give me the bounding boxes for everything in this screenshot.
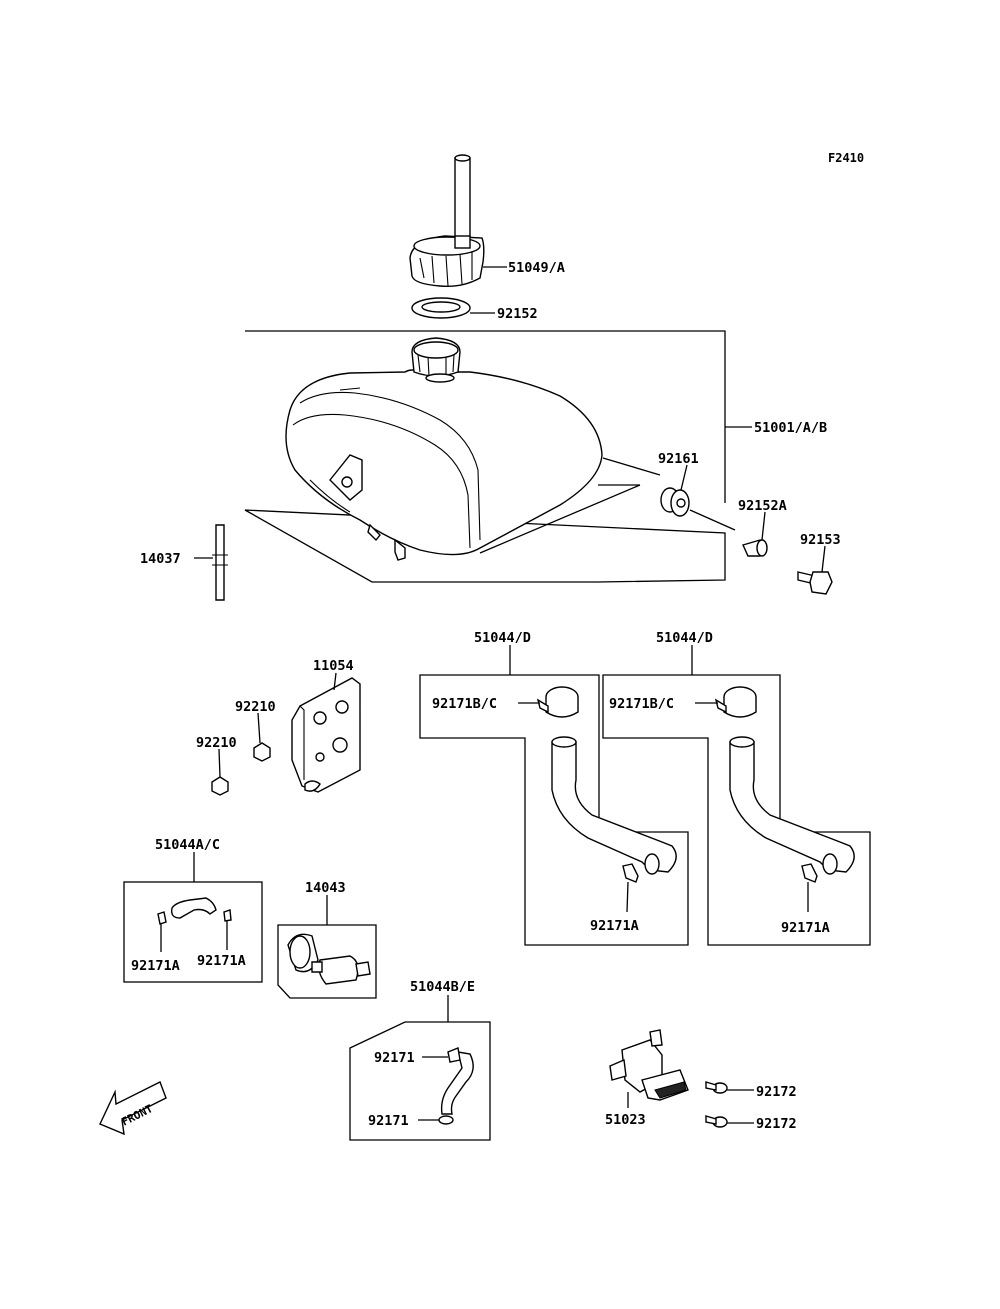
collar-part[interactable] bbox=[742, 539, 768, 557]
hose-d-box-1 bbox=[419, 674, 689, 946]
label-14043: 14043 bbox=[305, 880, 346, 896]
label-51023: 51023 bbox=[605, 1112, 646, 1128]
hose-ac-box bbox=[123, 881, 263, 983]
bracket-part[interactable] bbox=[291, 677, 361, 793]
label-92161: 92161 bbox=[658, 451, 699, 467]
clamp-part-ac-right[interactable] bbox=[223, 909, 232, 922]
clamp-part-1b[interactable] bbox=[622, 863, 639, 883]
clamp-part-2a[interactable] bbox=[714, 686, 757, 718]
strap-part[interactable] bbox=[212, 524, 228, 601]
figure-code: F2410 bbox=[828, 151, 864, 165]
clamp-part-2b[interactable] bbox=[801, 863, 818, 883]
label-92171bc-2: 92171B/C bbox=[609, 696, 674, 712]
clamp-part-ac-left[interactable] bbox=[157, 911, 167, 925]
label-92171-top: 92171 bbox=[374, 1050, 415, 1066]
clamp-part-1a[interactable] bbox=[536, 686, 579, 718]
label-92210-lower: 92210 bbox=[196, 735, 237, 751]
fuel-hose-part-2[interactable] bbox=[729, 736, 855, 875]
hose-d-box-2 bbox=[602, 674, 871, 946]
label-92171a-2: 92171A bbox=[781, 920, 830, 936]
screw-part-b[interactable] bbox=[705, 1115, 728, 1128]
clamp-part-be-top[interactable] bbox=[447, 1047, 461, 1063]
screw-part-a[interactable] bbox=[705, 1081, 728, 1094]
rubber-damper-part[interactable] bbox=[660, 487, 690, 517]
fuel-cap-part[interactable] bbox=[409, 154, 485, 288]
tank-assembly-box bbox=[244, 330, 726, 583]
cap-gasket-part[interactable] bbox=[411, 297, 471, 319]
label-51044be: 51044B/E bbox=[410, 979, 475, 995]
label-92172-a: 92172 bbox=[756, 1084, 797, 1100]
nut-upper-part[interactable] bbox=[253, 742, 271, 762]
label-92153: 92153 bbox=[800, 532, 841, 548]
fuel-hose-part-ac[interactable] bbox=[170, 897, 217, 919]
fuel-hose-part-be[interactable] bbox=[440, 1051, 474, 1115]
fuel-hose-part-1[interactable] bbox=[551, 736, 677, 875]
label-92171a-1: 92171A bbox=[590, 918, 639, 934]
fuel-filter-part[interactable] bbox=[287, 933, 371, 985]
label-92171bc-1: 92171B/C bbox=[432, 696, 497, 712]
label-51044ac: 51044A/C bbox=[155, 837, 220, 853]
label-92171a-ac-left: 92171A bbox=[131, 958, 180, 974]
label-92152a: 92152A bbox=[738, 498, 787, 514]
label-51001-a-b: 51001/A/B bbox=[754, 420, 827, 436]
clamp-part-be-bottom[interactable] bbox=[438, 1115, 454, 1125]
label-92171a-ac-right: 92171A bbox=[197, 953, 246, 969]
bolt-part[interactable] bbox=[797, 571, 833, 595]
label-92172-b: 92172 bbox=[756, 1116, 797, 1132]
nut-lower-part[interactable] bbox=[211, 776, 229, 796]
label-51044-d-1: 51044/D bbox=[474, 630, 531, 646]
label-92210-upper: 92210 bbox=[235, 699, 276, 715]
filter-box bbox=[277, 924, 377, 999]
front-arrow: FRONT bbox=[99, 1081, 167, 1136]
label-14037: 14037 bbox=[140, 551, 181, 567]
fuel-cock-part[interactable] bbox=[609, 1029, 689, 1101]
label-11054: 11054 bbox=[313, 658, 354, 674]
label-92152: 92152 bbox=[497, 306, 538, 322]
hose-be-box bbox=[349, 1021, 491, 1141]
fuel-tank-part[interactable] bbox=[285, 337, 603, 561]
label-51049-a: 51049/A bbox=[508, 260, 565, 276]
label-92171-bottom: 92171 bbox=[368, 1113, 409, 1129]
label-51044-d-2: 51044/D bbox=[656, 630, 713, 646]
